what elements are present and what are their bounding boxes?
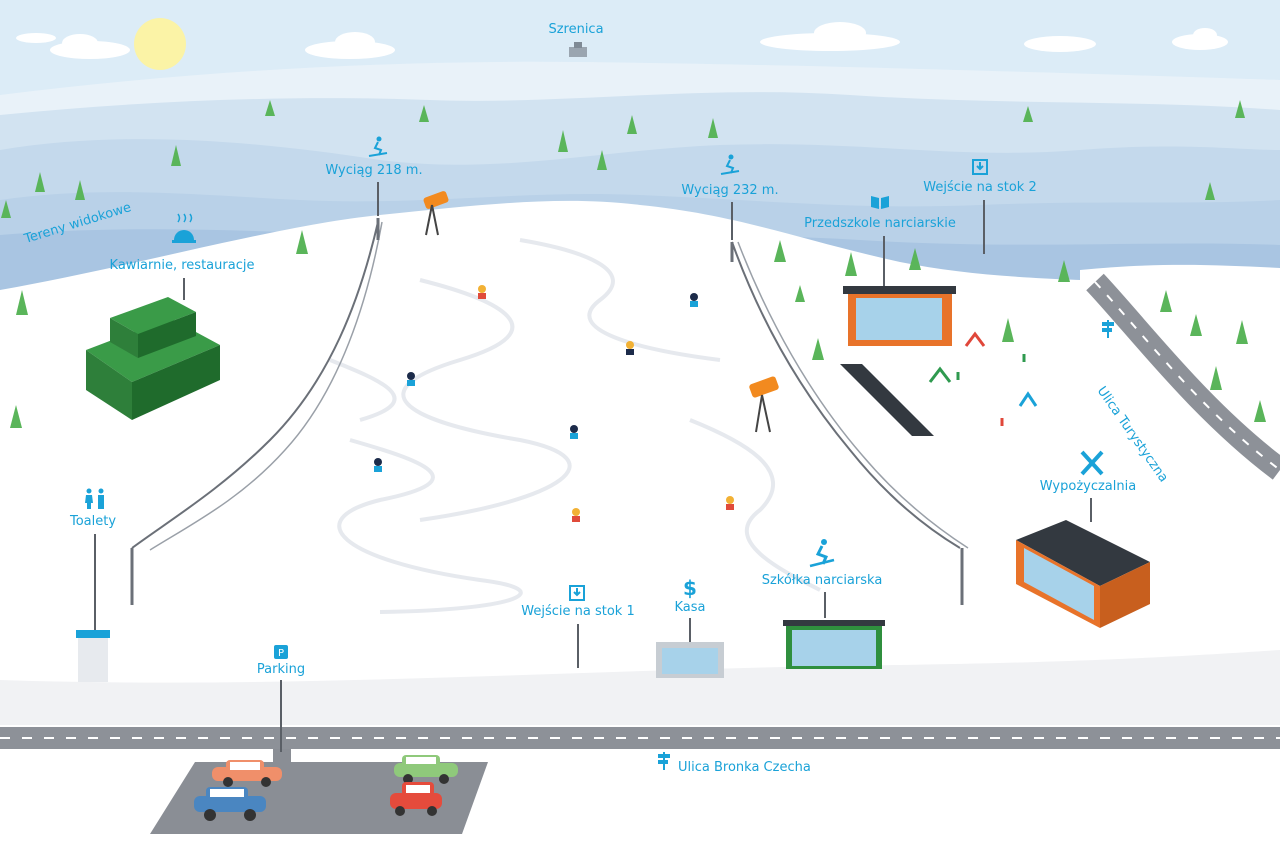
lift-218-label[interactable]: Wyciąg 218 m. bbox=[325, 163, 423, 178]
toilets-label[interactable]: Toalety bbox=[69, 514, 117, 529]
ticket-office-building bbox=[656, 642, 724, 678]
svg-text:P: P bbox=[278, 648, 284, 659]
snow-cannon-1 bbox=[423, 191, 449, 236]
snow-bank bbox=[0, 650, 1280, 725]
entrance-2-label[interactable]: Wejście na stok 2 bbox=[923, 180, 1037, 195]
entrance-icon bbox=[568, 584, 586, 606]
skier-icon bbox=[367, 136, 389, 162]
snow-cannon-2 bbox=[749, 376, 779, 433]
trees bbox=[1, 100, 1266, 428]
lift-232-label[interactable]: Wyciąg 232 m. bbox=[681, 183, 779, 198]
parking-label[interactable]: Parking bbox=[256, 662, 306, 677]
sun bbox=[134, 18, 186, 70]
signpost-icon bbox=[1100, 320, 1116, 342]
skier-icon bbox=[719, 154, 741, 180]
lift-232-cable bbox=[730, 241, 969, 605]
lift-218-cable bbox=[130, 218, 383, 605]
car-green bbox=[394, 755, 458, 784]
entrance-1-label[interactable]: Wejście na stok 1 bbox=[521, 604, 635, 619]
cafe-building bbox=[86, 297, 220, 420]
szrenica-hut bbox=[569, 42, 587, 57]
skiing-icon bbox=[808, 538, 836, 572]
book-icon bbox=[869, 194, 891, 214]
toilets-building bbox=[76, 630, 110, 682]
ski-school-building bbox=[783, 620, 885, 669]
ticket-office-label[interactable]: Kasa bbox=[674, 600, 706, 615]
skiers bbox=[374, 285, 734, 522]
road-turystyczna bbox=[1086, 273, 1280, 480]
ski-school-label[interactable]: Szkółka narciarska bbox=[761, 573, 883, 588]
preschool-building bbox=[843, 286, 956, 346]
peak-label: Szrenica bbox=[548, 22, 604, 37]
dollar-sign-icon: $ bbox=[683, 576, 697, 600]
preschool-label[interactable]: Przedszkole narciarskie bbox=[804, 216, 956, 231]
slalom-gates bbox=[928, 331, 1038, 426]
parking-sign-icon: P bbox=[274, 644, 288, 663]
car-blue bbox=[194, 787, 266, 821]
street-bronka-czecha-label: Ulica Bronka Czecha bbox=[678, 760, 811, 775]
rental-label[interactable]: Wypożyczalnia bbox=[1039, 479, 1137, 494]
signpost-icon bbox=[656, 752, 672, 774]
car-orange bbox=[212, 760, 282, 787]
crossed-skis-icon bbox=[1078, 450, 1106, 480]
cafes-label[interactable]: Kawiarnie, restauracje bbox=[109, 258, 255, 273]
jump-ramp bbox=[840, 364, 934, 436]
clouds bbox=[16, 22, 1228, 59]
rental-building bbox=[1016, 520, 1150, 628]
entrance-icon bbox=[971, 158, 989, 180]
cloche-icon bbox=[170, 212, 198, 250]
car-red bbox=[390, 782, 442, 816]
ski-tracks bbox=[329, 238, 821, 614]
toilets-icon bbox=[83, 488, 107, 514]
